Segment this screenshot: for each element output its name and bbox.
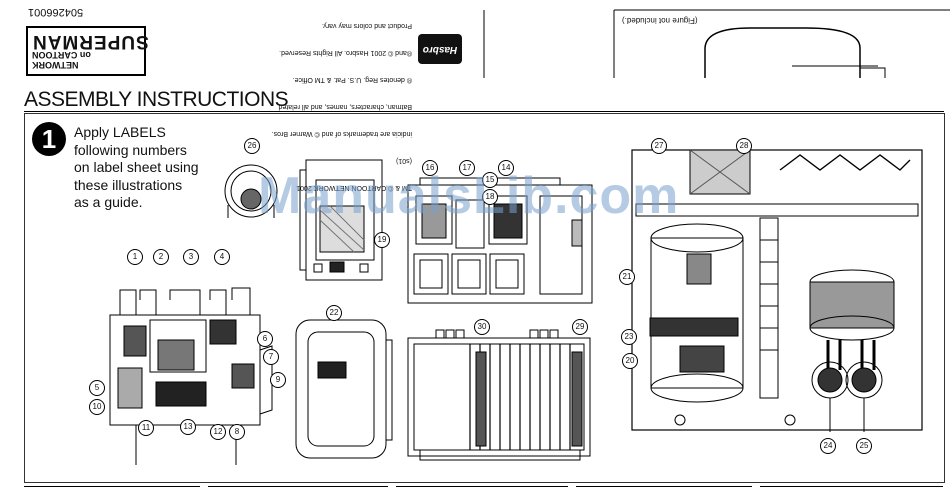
instruction-line: these illustrations: [74, 176, 183, 193]
callout-26: 26: [244, 138, 260, 154]
callout-29: 29: [572, 319, 588, 335]
callout-19: 19: [374, 232, 390, 248]
step-frame: [24, 113, 945, 483]
callout-4: 4: [214, 249, 230, 265]
hasbro-logo: Hasbro: [418, 34, 462, 64]
callout-13: 13: [180, 419, 196, 435]
watermark: ManualsLib.com: [258, 167, 680, 225]
callout-10: 10: [89, 399, 105, 415]
bottom-divider: [396, 486, 568, 487]
callout-15: 15: [482, 172, 498, 188]
callout-1: 1: [127, 249, 143, 265]
step-number: 1: [32, 122, 66, 156]
instruction-line: Apply LABELS: [74, 124, 166, 140]
callout-11: 11: [138, 420, 154, 436]
callout-23: 23: [621, 329, 637, 345]
instruction-line: following numbers: [74, 141, 187, 158]
step-instructions: Apply LABELS following numbers on label …: [74, 124, 234, 212]
bottom-divider: [24, 486, 200, 487]
callout-2: 2: [153, 249, 169, 265]
callout-16: 16: [422, 160, 438, 176]
callout-14: 14: [498, 160, 514, 176]
callout-9: 9: [270, 372, 286, 388]
callout-30: 30: [474, 319, 490, 335]
callout-17: 17: [459, 160, 475, 176]
callout-18: 18: [482, 189, 498, 205]
callout-21: 21: [619, 269, 635, 285]
bottom-divider: [576, 486, 752, 487]
callout-8: 8: [229, 424, 245, 440]
callout-7: 7: [263, 349, 279, 365]
callout-27: 27: [651, 138, 667, 154]
instruction-line: on label sheet using: [74, 159, 199, 175]
callout-20: 20: [622, 353, 638, 369]
callout-24: 24: [820, 438, 836, 454]
callout-12: 12: [210, 424, 226, 440]
callout-3: 3: [183, 249, 199, 265]
superman-logo: SUPERMAN on CARTOON NETWORK: [26, 26, 149, 76]
callout-28: 28: [736, 138, 752, 154]
page-title: ASSEMBLY INSTRUCTIONS: [24, 88, 289, 111]
callout-25: 25: [856, 438, 872, 454]
title-divider: [24, 111, 944, 112]
bottom-divider: [760, 486, 943, 487]
instruction-line: as a guide.: [74, 194, 143, 210]
callout-6: 6: [257, 331, 273, 347]
callout-22: 22: [326, 305, 342, 321]
callout-5: 5: [89, 380, 105, 396]
bottom-divider: [208, 486, 388, 487]
